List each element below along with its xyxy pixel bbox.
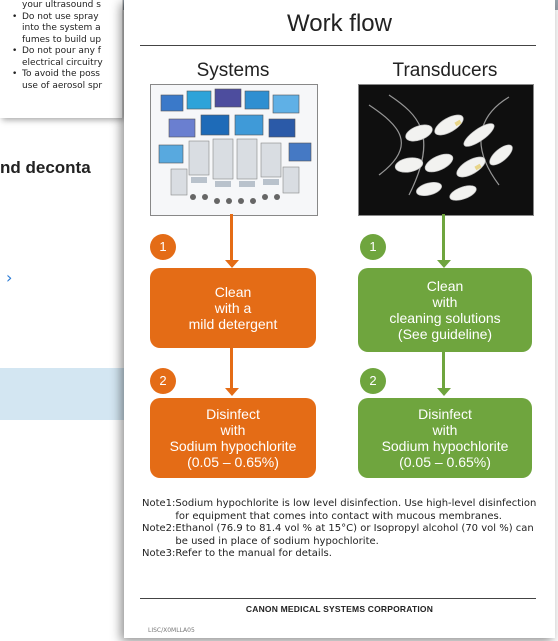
- step-line: Disinfect: [206, 406, 260, 422]
- systems-disinfect-step: Disinfect with Sodium hypochlorite (0.05…: [150, 398, 316, 478]
- arrow-down-icon: [436, 260, 451, 268]
- arrow-down-icon: [224, 388, 239, 396]
- note-text: Ethanol (76.9 to 81.4 vol % at 15°C) or …: [175, 523, 534, 547]
- transducers-disinfect-step: Disinfect with Sodium hypochlorite (0.05…: [358, 398, 532, 478]
- background-highlight-band: [0, 368, 130, 420]
- step-line: (See guideline): [397, 326, 493, 342]
- background-section-heading: nd deconta: [0, 158, 91, 177]
- step-line: Clean: [426, 278, 464, 294]
- systems-connector-line: [230, 214, 233, 266]
- transducers-step1-number: 1: [360, 234, 386, 260]
- note-1: Note1: Sodium hypochlorite is low level …: [142, 498, 542, 523]
- note-label: Note2:: [142, 523, 176, 534]
- note-2: Note2: Ethanol (76.9 to 81.4 vol % at 15…: [142, 523, 542, 548]
- step-line: Sodium hypochlorite: [381, 438, 509, 454]
- step-line: Disinfect: [418, 406, 472, 422]
- note-text: Refer to the manual for details.: [175, 548, 332, 559]
- bullet-line: electrical circuitry: [22, 57, 103, 68]
- chevron-right-icon[interactable]: ›: [6, 268, 13, 287]
- transducers-connector-line: [442, 352, 445, 392]
- systems-image: [150, 84, 318, 216]
- bullet-line: Do not pour any f: [12, 46, 122, 58]
- background-bullet-list: your ultrasound s Do not use spray into …: [0, 0, 122, 92]
- transducers-connector-line: [442, 214, 445, 266]
- systems-step2-number: 2: [150, 368, 176, 394]
- step-line: (0.05 – 0.65%): [187, 454, 279, 470]
- bullet-line: fumes to build up: [22, 34, 102, 45]
- step-line: with: [432, 422, 458, 438]
- systems-column-title: Systems: [196, 60, 270, 81]
- step-line: Sodium hypochlorite: [169, 438, 297, 454]
- systems-clean-step: Clean with a mild detergent: [150, 268, 316, 348]
- step-line: mild detergent: [188, 316, 278, 332]
- title-divider: [140, 45, 536, 46]
- note-text: Sodium hypochlorite is low level disinfe…: [175, 498, 537, 522]
- bullet-line: Do not use spray: [12, 12, 122, 24]
- bullet-line: To avoid the poss: [12, 69, 122, 81]
- bullet-line: your ultrasound s: [22, 0, 101, 10]
- ultrasound-systems-collage-icon: [151, 85, 317, 215]
- arrow-down-icon: [436, 388, 451, 396]
- arrow-down-icon: [224, 260, 239, 268]
- step-line: (0.05 – 0.65%): [399, 454, 491, 470]
- transducers-column-title: Transducers: [392, 60, 498, 81]
- systems-step1-number: 1: [150, 234, 176, 260]
- transducers-image: [358, 84, 534, 216]
- document-code: LISC/X0MLLA05: [148, 627, 195, 634]
- step-line: with: [432, 294, 458, 310]
- step-line: with: [220, 422, 246, 438]
- workflow-title: Work flow: [287, 10, 392, 37]
- note-label: Note3:: [142, 548, 176, 559]
- bullet-line: into the system a: [22, 23, 101, 33]
- footer-divider: [140, 598, 536, 599]
- transducers-clean-step: Clean with cleaning solutions (See guide…: [358, 268, 532, 352]
- note-label: Note1:: [142, 498, 176, 509]
- workflow-card: Work flow Systems Transducers: [124, 0, 555, 638]
- transducer-probes-icon: [359, 85, 533, 215]
- step-line: cleaning solutions: [389, 310, 501, 326]
- step-line: with a: [214, 300, 252, 316]
- notes-section: Note1: Sodium hypochlorite is low level …: [142, 498, 542, 561]
- systems-connector-line: [230, 348, 233, 392]
- background-bullet-panel: your ultrasound s Do not use spray into …: [0, 0, 123, 118]
- bullet-line: use of aerosol spr: [22, 80, 103, 91]
- step-line: Clean: [214, 284, 252, 300]
- corporation-name: CANON MEDICAL SYSTEMS CORPORATION: [245, 604, 434, 614]
- transducers-step2-number: 2: [360, 368, 386, 394]
- note-3: Note3: Refer to the manual for details.: [142, 548, 542, 561]
